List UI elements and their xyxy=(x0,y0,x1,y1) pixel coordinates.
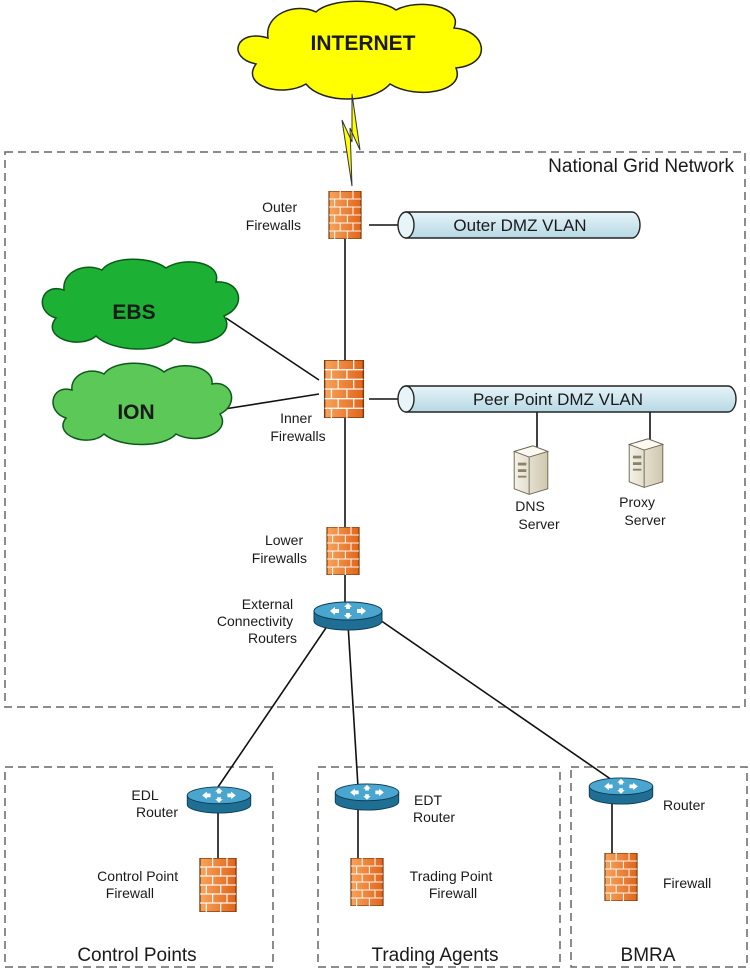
edt-router-label: EDT Router xyxy=(413,792,455,825)
outer-firewall-icon xyxy=(328,191,362,239)
trading-agents-title: Trading Agents xyxy=(371,945,498,966)
lower-firewalls-label: Lower Firewalls xyxy=(252,532,307,566)
ion-label: ION xyxy=(117,401,154,424)
connections xyxy=(217,224,651,860)
outer-dmz-vlan-label: Outer DMZ VLAN xyxy=(453,216,586,235)
trading-agents-region xyxy=(317,766,561,968)
internet-label: INTERNET xyxy=(311,32,416,55)
dns-server-icon xyxy=(513,445,549,495)
edl-router-label: EDL Router xyxy=(131,787,178,820)
trading-point-firewall-icon xyxy=(350,858,384,906)
lower-firewall-icon xyxy=(326,527,360,575)
proxy-server-label: Proxy Server xyxy=(619,494,666,528)
proxy-server-icon xyxy=(628,438,664,488)
national-grid-title: National Grid Network xyxy=(548,156,734,177)
ebs-cloud: EBS xyxy=(41,258,240,350)
bmra-region xyxy=(570,766,748,968)
bmra-router-label: Router xyxy=(663,797,705,813)
control-points-title: Control Points xyxy=(77,945,196,966)
outer-dmz-vlan: Outer DMZ VLAN xyxy=(397,211,641,239)
control-point-firewall-label: Control Point Firewall xyxy=(97,868,182,901)
edl-router-icon xyxy=(186,786,252,814)
bmra-firewall-icon xyxy=(604,853,638,901)
peer-point-dmz-vlan: Peer Point DMZ VLAN xyxy=(397,385,737,413)
lightning-icon xyxy=(341,93,361,187)
ebs-label: EBS xyxy=(112,301,155,324)
external-routers-label: External Connectivity Routers xyxy=(217,596,297,646)
control-points-region xyxy=(4,766,274,968)
peer-point-dmz-vlan-label: Peer Point DMZ VLAN xyxy=(473,390,643,409)
inner-firewalls-label: Inner Firewalls xyxy=(270,410,325,444)
edt-router-icon xyxy=(334,783,400,811)
bmra-router-icon xyxy=(588,777,654,805)
inner-firewall-icon xyxy=(323,360,365,418)
internet-cloud: INTERNET xyxy=(237,0,483,100)
control-point-firewall-icon xyxy=(199,858,237,912)
ion-cloud: ION xyxy=(52,362,233,446)
external-router-icon xyxy=(313,601,383,631)
dns-server-label: DNS Server xyxy=(515,498,560,532)
bmra-firewall-label: Firewall xyxy=(663,875,711,891)
bmra-title: BMRA xyxy=(621,945,676,966)
national-grid-region xyxy=(4,151,746,708)
trading-point-firewall-label: Trading Point Firewall xyxy=(410,868,497,901)
outer-firewalls-label: Outer Firewalls xyxy=(246,199,301,233)
